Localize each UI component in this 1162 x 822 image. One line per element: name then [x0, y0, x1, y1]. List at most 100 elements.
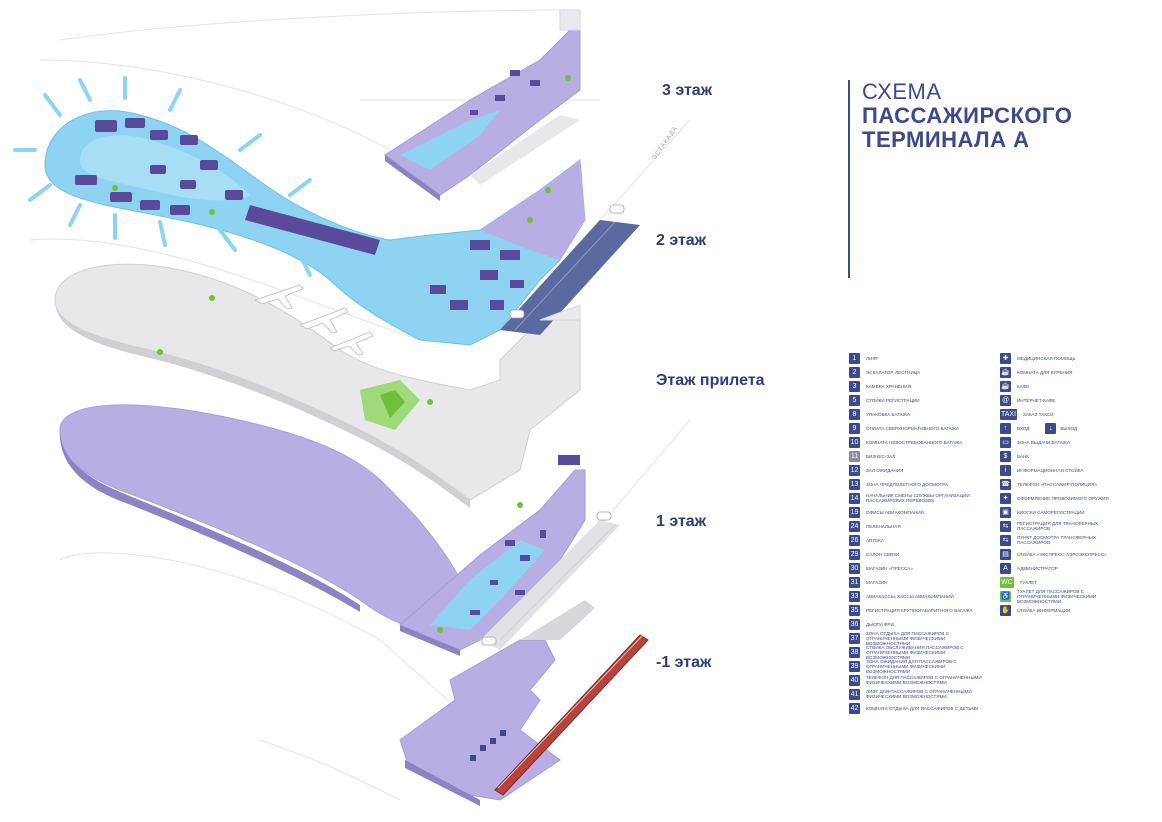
floor-label-arrival: Этаж прилета — [656, 372, 765, 389]
legend-label: Упаковка багажа — [866, 411, 911, 417]
legend-label: Пункт досмотра трансферных пассажиров — [1017, 535, 1096, 545]
legend-item: 37 Зона отдыха для пассажиров с ограничен… — [849, 630, 989, 646]
legend-label: Банк — [1017, 453, 1029, 459]
legend-label: Салон связи — [866, 551, 900, 557]
legend-item: ♿Туалет для пассажиров с ограниченными ф… — [1000, 588, 1120, 604]
legend-label: Зал ожидания — [866, 467, 904, 473]
legend-label: Стойки регистрации — [866, 397, 920, 403]
legend-label: Аптека — [866, 537, 884, 543]
legend-badge: 14 — [849, 492, 860, 504]
legend-badge: 35 — [849, 604, 860, 616]
legend-item: WCТуалет — [1000, 575, 1120, 589]
legend-label: Камера хранения — [866, 383, 911, 389]
floor-minus1 — [399, 600, 649, 806]
connectors — [539, 9, 581, 321]
legend-label: Кафе — [1017, 383, 1030, 389]
legend-badge: ✋ — [1000, 604, 1011, 616]
legend-badge: 2 — [849, 366, 860, 378]
legend-label: Стойка «Экспресс-аэроэкспресс» — [1017, 551, 1107, 557]
legend-item: ⇆ Пункт досмотра трансферных пассажиров — [1000, 533, 1120, 547]
floor-label-minus1: -1 этаж — [656, 654, 712, 671]
legend-badge: 9 — [849, 422, 860, 434]
legend-badge: 37 — [849, 632, 860, 644]
legend-item: 13 Зона предполетного досмотра — [849, 477, 989, 491]
legend-badge: 42 — [849, 702, 860, 714]
floor-3 — [384, 29, 581, 201]
legend-item: 29Салон связи — [849, 547, 989, 561]
title-line-1: СХЕМА — [862, 79, 942, 104]
legend-label: Туалет для пассажиров с ограниченными фи… — [1017, 588, 1097, 604]
legend-item: 36Дьюти фри — [849, 617, 989, 631]
legend-item: ⇆ Регистрация для трансферных пассажиров — [1000, 519, 1120, 533]
title-line-2: ПАССАЖИРСКОГО — [862, 103, 1073, 128]
legend-badge: ↑ — [1000, 422, 1011, 434]
legend-item: ↑Вход↓Выход — [1000, 421, 1120, 435]
legend-badge: 8 — [849, 408, 860, 420]
legend-badge: A — [1000, 562, 1011, 574]
legend-badge: ⇆ — [1000, 534, 1011, 546]
legend-badge: 39 — [849, 660, 860, 672]
legend-item: 42Комната отдыха для пассажиров с детьми — [849, 701, 989, 715]
legend-item: ☎ Телефон «Пассажир-полиция» — [1000, 477, 1120, 491]
legend-label: Стойка обслуживания пассажиров с огранич… — [866, 644, 964, 660]
legend-badge: 38 — [849, 646, 860, 658]
legend-item: ✦Оформление провозимого оружия — [1000, 491, 1120, 505]
legend-badge: ▣ — [1000, 506, 1011, 518]
legend-label: Лифт — [866, 355, 879, 361]
legend-label: Киоски саморегистрации — [1017, 509, 1085, 515]
legend-label: Бизнес-зал — [866, 453, 896, 459]
road-label: ЭСТАКАДА — [652, 125, 680, 161]
legend-badge: 26 — [849, 534, 860, 546]
legend-right: ✚Медицинская помощь☕Комната для курения☕… — [1000, 351, 1120, 617]
legend-badge: ☕ — [1000, 366, 1011, 378]
legend-label: Магазин — [866, 579, 888, 585]
legend-item: 33Авиакассы, кассы авиакомпаний — [849, 589, 989, 603]
legend-badge: 1 — [849, 352, 860, 364]
legend-label: Телефон для пассажиров с ограниченными ф… — [866, 675, 982, 685]
legend-item: TAXIЗаказ такси — [1000, 407, 1120, 421]
legend-item: 14Начальник смены службы организации пас… — [849, 491, 989, 505]
legend-left: 1 Лифт 2Эскалатор, лестница3Камера хранени… — [849, 351, 989, 715]
legend-label: Комната невостребованного багажа — [866, 439, 963, 445]
legend-badge: ✦ — [1000, 492, 1011, 504]
legend-item: 5 Стойки регистрации — [849, 393, 989, 407]
legend-badge: 36 — [849, 618, 860, 630]
legend-badge: ☕ — [1000, 380, 1011, 392]
legend-badge: 11 — [849, 450, 860, 462]
floor-2 — [13, 76, 640, 646]
legend-badge: ⇆ — [1000, 520, 1011, 532]
legend-badge: 5 — [849, 394, 860, 406]
legend-badge: $ — [1000, 450, 1011, 462]
legend-badge: 13 — [849, 478, 860, 490]
floor-label-1: 1 этаж — [656, 513, 707, 530]
legend-label: Регистрация для трансферных пассажиров — [1017, 521, 1099, 531]
legend-item: 3Камера хранения — [849, 379, 989, 393]
legend-label: Вход — [1017, 425, 1030, 431]
legend-item: 10Комната невостребованного багажа — [849, 435, 989, 449]
legend-item: 24Пеленальная — [849, 519, 989, 533]
legend-label: Магазин «Пресса» — [866, 565, 913, 571]
wc-icon — [112, 75, 571, 633]
legend-badge: ↓ — [1045, 422, 1057, 434]
legend-label: Медицинская помощь — [1017, 355, 1076, 361]
legend-label: Стойка информации — [1017, 607, 1071, 613]
car-icon — [481, 204, 625, 646]
legend-badge: ▭ — [1000, 436, 1011, 448]
legend-badge: WC — [1000, 576, 1014, 588]
legend-label: Телефон «Пассажир-полиция» — [1017, 481, 1097, 487]
legend-badge: ☎ — [1000, 478, 1011, 490]
legend-label: Лифт для пассажиров с ограниченными физи… — [866, 689, 972, 699]
legend-label: Зона отдыха для пассажиров с ограниченны… — [866, 630, 950, 646]
legend-label: Зона предполетного досмотра — [866, 481, 949, 487]
title-block: СХЕМА ПАССАЖИРСКОГО ТЕРМИНАЛА А — [848, 80, 1072, 278]
legend-item: 41 Лифт для пассажиров с ограниченными фи… — [849, 687, 989, 701]
legend-item: 8 Упаковка багажа — [849, 407, 989, 421]
legend-label: Зона ожидания для пассажиров с ограничен… — [866, 658, 957, 674]
legend-badge: 41 — [849, 688, 860, 700]
legend-item: @Интернет-кафе — [1000, 393, 1120, 407]
legend-badge: ✚ — [1000, 352, 1011, 364]
legend-badge: i — [1000, 464, 1011, 476]
legend-item: 35Регистрация крупногабаритного багажа — [849, 603, 989, 617]
legend-item: 2Эскалатор, лестница — [849, 365, 989, 379]
